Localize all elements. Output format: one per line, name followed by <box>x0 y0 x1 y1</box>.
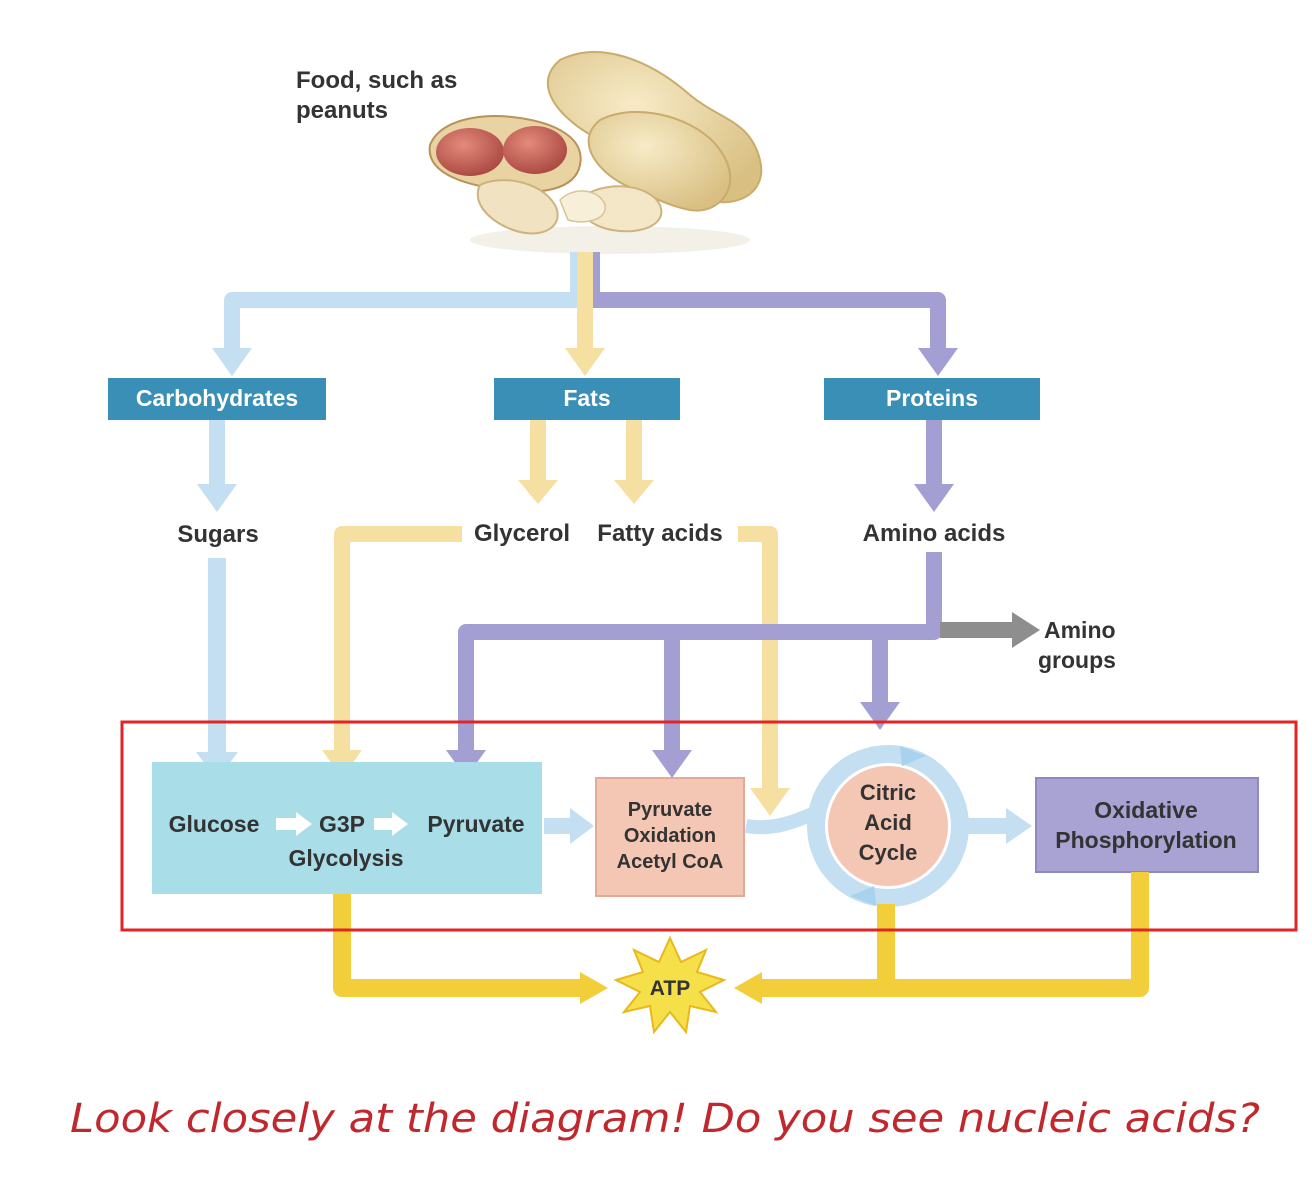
citric-label-line3: Cycle <box>859 840 918 865</box>
highlight-frame <box>120 720 1298 932</box>
acetyl-coa-label: Acetyl CoA <box>617 851 724 873</box>
sugars-label: Sugars <box>177 521 258 548</box>
atp-paths <box>333 872 1149 997</box>
glycolysis-label: Glycolysis <box>288 845 403 871</box>
fats-label: Fats <box>563 385 610 411</box>
peanuts-image <box>428 51 763 254</box>
amino-groups-label-line2: groups <box>1038 647 1116 673</box>
citric-label-line2: Acid <box>864 810 912 835</box>
citric-label-line1: Citric <box>860 780 916 805</box>
fat-path-top <box>565 252 605 376</box>
glycolysis-box <box>152 762 542 894</box>
glycerol-label: Glycerol <box>474 520 570 547</box>
amino-groups-arrow <box>940 612 1040 648</box>
g3p-label: G3P <box>319 811 365 837</box>
glycerol-to-g3p-path <box>322 526 462 778</box>
pyruvate-label: Pyruvate <box>427 811 524 837</box>
pyruvate-to-oxidation-arrow <box>544 808 594 844</box>
glycerol-arrow <box>518 420 558 504</box>
atp-arrow-left <box>580 972 608 1004</box>
g3p-to-pyruvate-arrow <box>374 812 408 836</box>
carbohydrates-box <box>108 378 326 420</box>
pyruvate-oxidation-line1: Pyruvate <box>628 799 713 821</box>
food-label-line2: peanuts <box>296 97 388 124</box>
sugar-arrow <box>197 420 237 512</box>
cycle-to-oxphos-arrow <box>966 808 1032 844</box>
citric-acid-cycle <box>807 745 969 907</box>
proteins-label: Proteins <box>886 385 978 411</box>
amino-acids-distribution-path <box>446 552 942 778</box>
atp-burst-icon <box>613 935 727 1035</box>
carbohydrates-label: Carbohydrates <box>136 385 298 411</box>
food-label-line1: Food, such as <box>296 67 457 94</box>
fatty-acids-label: Fatty acids <box>597 520 722 547</box>
glucose-to-g3p-arrow <box>276 812 312 836</box>
carbohydrate-path <box>212 252 586 376</box>
sugars-to-glucose-arrow <box>196 558 238 780</box>
proteins-box <box>824 378 1040 420</box>
protein-path <box>584 252 958 376</box>
glucose-label: Glucose <box>169 811 260 837</box>
pyruvate-oxidation-line2: Oxidation <box>624 825 716 847</box>
oxidative-phosphorylation-box <box>1035 777 1259 873</box>
fats-box <box>494 378 680 420</box>
atp-arrow-right <box>734 972 762 1004</box>
amino-acids-label: Amino acids <box>863 520 1006 547</box>
amino-groups-label-line1: Amino <box>1044 617 1116 643</box>
acetyl-coa-to-cycle-arrow <box>744 807 815 835</box>
atp-label: ATP <box>650 977 690 1000</box>
fatty-acids-to-acetyl-coa-path <box>738 526 790 816</box>
oxphos-label-line1: Oxidative <box>1094 797 1198 823</box>
fatty-acid-arrow <box>614 420 654 504</box>
pyruvate-oxidation-box <box>595 777 745 897</box>
oxphos-label-line2: Phosphorylation <box>1055 827 1236 853</box>
amino-acid-arrow <box>914 420 954 512</box>
caption-text: Look closely at the diagram! Do you see … <box>70 1096 1260 1142</box>
